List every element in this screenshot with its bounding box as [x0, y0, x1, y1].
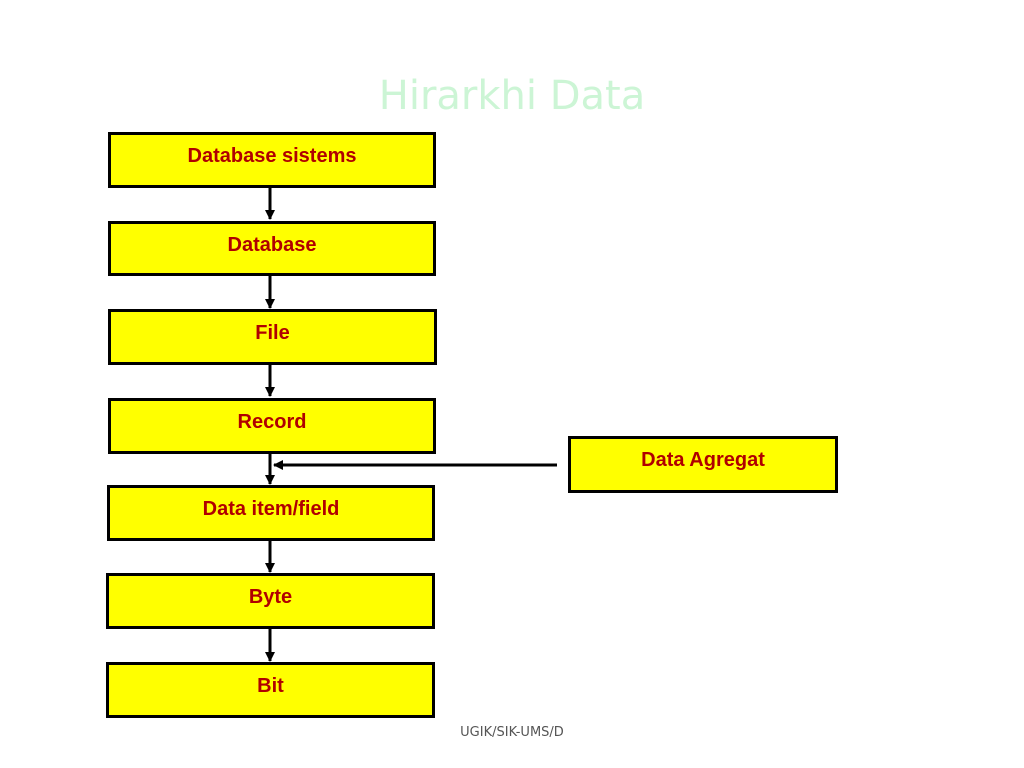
node-byte: Byte — [106, 573, 435, 629]
node-database: Database — [108, 221, 436, 276]
node-data-item-field: Data item/field — [107, 485, 435, 541]
node-label: Bit — [257, 675, 284, 697]
node-label: Data Agregat — [641, 449, 765, 471]
node-bit: Bit — [106, 662, 435, 718]
node-file: File — [108, 309, 437, 365]
slide-footer: UGIK/SIK-UMS/D — [460, 725, 564, 740]
node-label: Record — [237, 411, 307, 433]
node-label: Database — [227, 234, 317, 256]
slide-title: Hirarkhi Data — [378, 73, 646, 119]
node-label: Database sistems — [187, 145, 357, 167]
node-label: Byte — [248, 586, 293, 608]
node-data-agregat: Data Agregat — [568, 436, 838, 493]
node-label: Data item/field — [202, 498, 340, 520]
node-record: Record — [108, 398, 436, 454]
node-database-sistems: Database sistems — [108, 132, 436, 188]
node-label: File — [255, 322, 290, 344]
